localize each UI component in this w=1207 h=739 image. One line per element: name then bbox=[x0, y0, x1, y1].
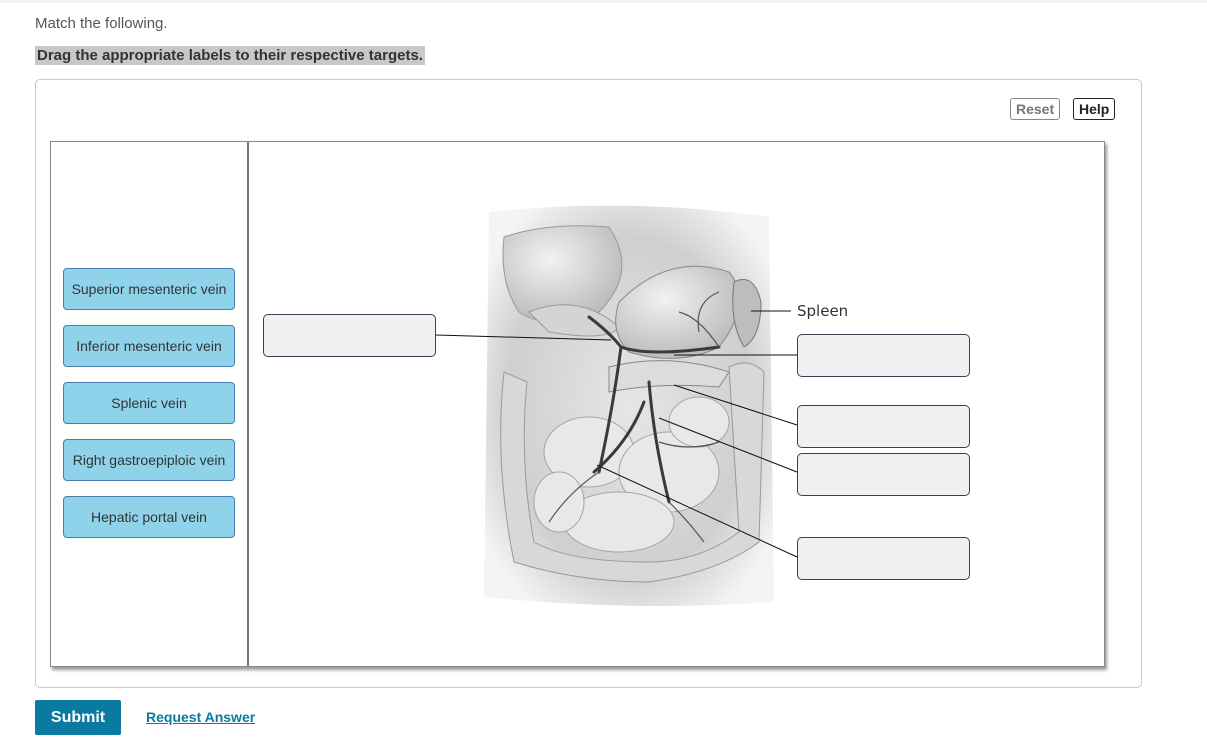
label-inferior-mesenteric-vein[interactable]: Inferior mesenteric vein bbox=[63, 325, 235, 367]
drop-target-4[interactable] bbox=[797, 453, 970, 496]
reset-button[interactable]: Reset bbox=[1010, 98, 1061, 120]
label-superior-mesenteric-vein[interactable]: Superior mesenteric vein bbox=[63, 268, 235, 310]
spleen-label: Spleen bbox=[797, 302, 848, 320]
anatomy-diagram: Spleen bbox=[249, 142, 1104, 666]
drag-drop-panel: Reset Help Superior mesenteric vein Infe… bbox=[35, 79, 1142, 688]
help-button[interactable]: Help bbox=[1073, 98, 1116, 120]
label-splenic-vein[interactable]: Splenic vein bbox=[63, 382, 235, 424]
workspace: Superior mesenteric vein Inferior mesent… bbox=[50, 141, 1105, 667]
top-divider bbox=[0, 0, 1207, 3]
directive-text: Drag the appropriate labels to their res… bbox=[35, 46, 425, 65]
label-hepatic-portal-vein[interactable]: Hepatic portal vein bbox=[63, 496, 235, 538]
instruction-text: Match the following. bbox=[35, 15, 168, 32]
submit-button[interactable]: Submit bbox=[35, 700, 121, 735]
drop-target-2[interactable] bbox=[797, 334, 970, 377]
drop-target-5[interactable] bbox=[797, 537, 970, 580]
drop-target-3[interactable] bbox=[797, 405, 970, 448]
drop-target-1[interactable] bbox=[263, 314, 436, 357]
abdomen-illustration: Spleen bbox=[435, 205, 848, 607]
label-bank: Superior mesenteric vein Inferior mesent… bbox=[51, 142, 249, 666]
label-right-gastroepiploic-vein[interactable]: Right gastroepiploic vein bbox=[63, 439, 235, 481]
request-answer-link[interactable]: Request Answer bbox=[146, 709, 256, 725]
